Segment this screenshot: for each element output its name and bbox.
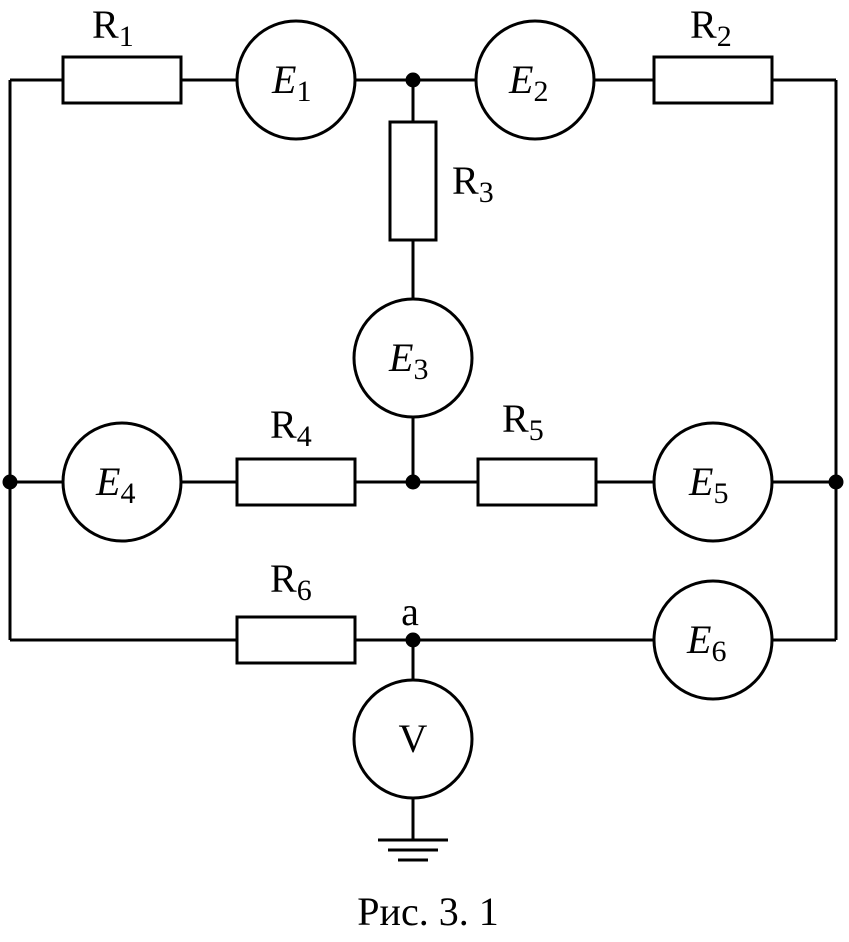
e3-letter: E (388, 335, 413, 380)
junction-node (405, 72, 421, 88)
resistor-r2: R2 (652, 2, 774, 105)
e4-index: 4 (120, 477, 135, 510)
svg-text:E6: E6 (686, 617, 726, 668)
svg-text:R4: R4 (270, 402, 312, 453)
source-e2: E2 (474, 19, 596, 141)
source-e4: E4 (61, 421, 183, 543)
junction-node (405, 474, 421, 490)
source-e5: E5 (652, 421, 774, 543)
e3-index: 3 (413, 353, 428, 386)
svg-text:E5: E5 (688, 459, 728, 510)
e5-letter: E (688, 459, 713, 504)
r3-index: 3 (479, 176, 494, 209)
resistor-r4: R4 (235, 402, 357, 507)
e6-index: 6 (711, 635, 726, 668)
svg-text:R2: R2 (690, 2, 732, 53)
junction-nodes (2, 72, 844, 648)
svg-text:R1: R1 (92, 2, 134, 53)
source-e6: E6 (652, 579, 774, 701)
svg-text:E3: E3 (388, 335, 428, 386)
junction-node (828, 474, 844, 490)
resistor-r5: R5 (476, 396, 598, 507)
r6-letter: R (270, 556, 297, 601)
r6-index: 6 (297, 574, 312, 607)
e2-index: 2 (533, 75, 548, 108)
svg-text:E1: E1 (271, 57, 311, 108)
svg-text:E2: E2 (508, 57, 548, 108)
e2-letter: E (508, 57, 533, 102)
e5-index: 5 (713, 477, 728, 510)
svg-text:E4: E4 (95, 459, 135, 510)
resistor-r6: R6 (235, 556, 357, 665)
source-e3: E3 (352, 297, 474, 419)
svg-text:R3: R3 (452, 158, 494, 209)
resistor-r3: R3 (388, 120, 494, 242)
voltmeter: V (352, 678, 474, 800)
resistor-r1: R1 (61, 2, 183, 105)
figure-caption: Рис. 3. 1 (357, 889, 498, 934)
r2-index: 2 (717, 20, 732, 53)
r3-letter: R (452, 158, 479, 203)
e1-index: 1 (296, 75, 311, 108)
junction-node (2, 474, 18, 490)
ground-symbol (378, 838, 448, 862)
r2-letter: R (690, 2, 717, 47)
r4-letter: R (270, 402, 297, 447)
r4-index: 4 (297, 420, 312, 453)
e4-letter: E (95, 459, 120, 504)
r1-letter: R (92, 2, 119, 47)
r5-letter: R (502, 396, 529, 441)
r5-index: 5 (529, 414, 544, 447)
svg-text:R5: R5 (502, 396, 544, 447)
voltmeter-label: V (399, 716, 428, 761)
r1-index: 1 (119, 20, 134, 53)
e1-letter: E (271, 57, 296, 102)
node-a-label: a (401, 589, 419, 634)
source-e1: E1 (235, 19, 357, 141)
e6-letter: E (686, 617, 711, 662)
junction-node-a (405, 632, 421, 648)
svg-text:R6: R6 (270, 556, 312, 607)
